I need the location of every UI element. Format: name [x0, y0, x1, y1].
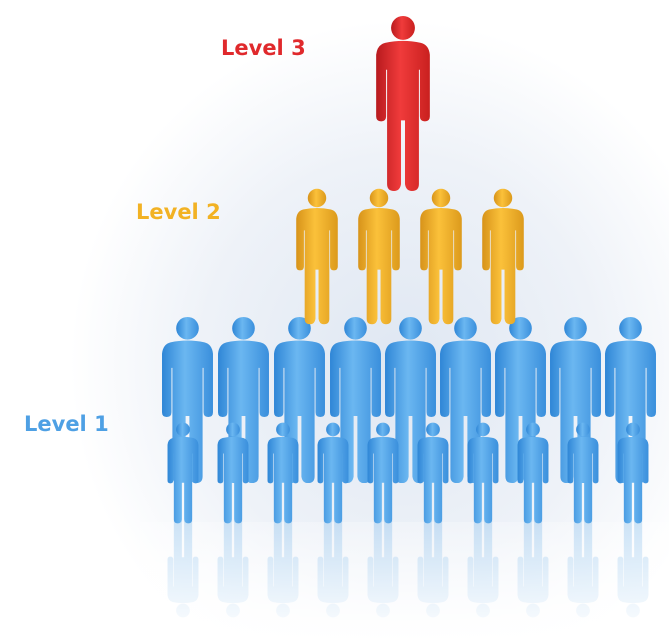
level-1-label: Level 1	[24, 412, 109, 436]
reflection-fade	[140, 522, 669, 644]
level-3-label: Level 3	[221, 36, 306, 60]
level-2-label: Level 2	[136, 200, 221, 224]
